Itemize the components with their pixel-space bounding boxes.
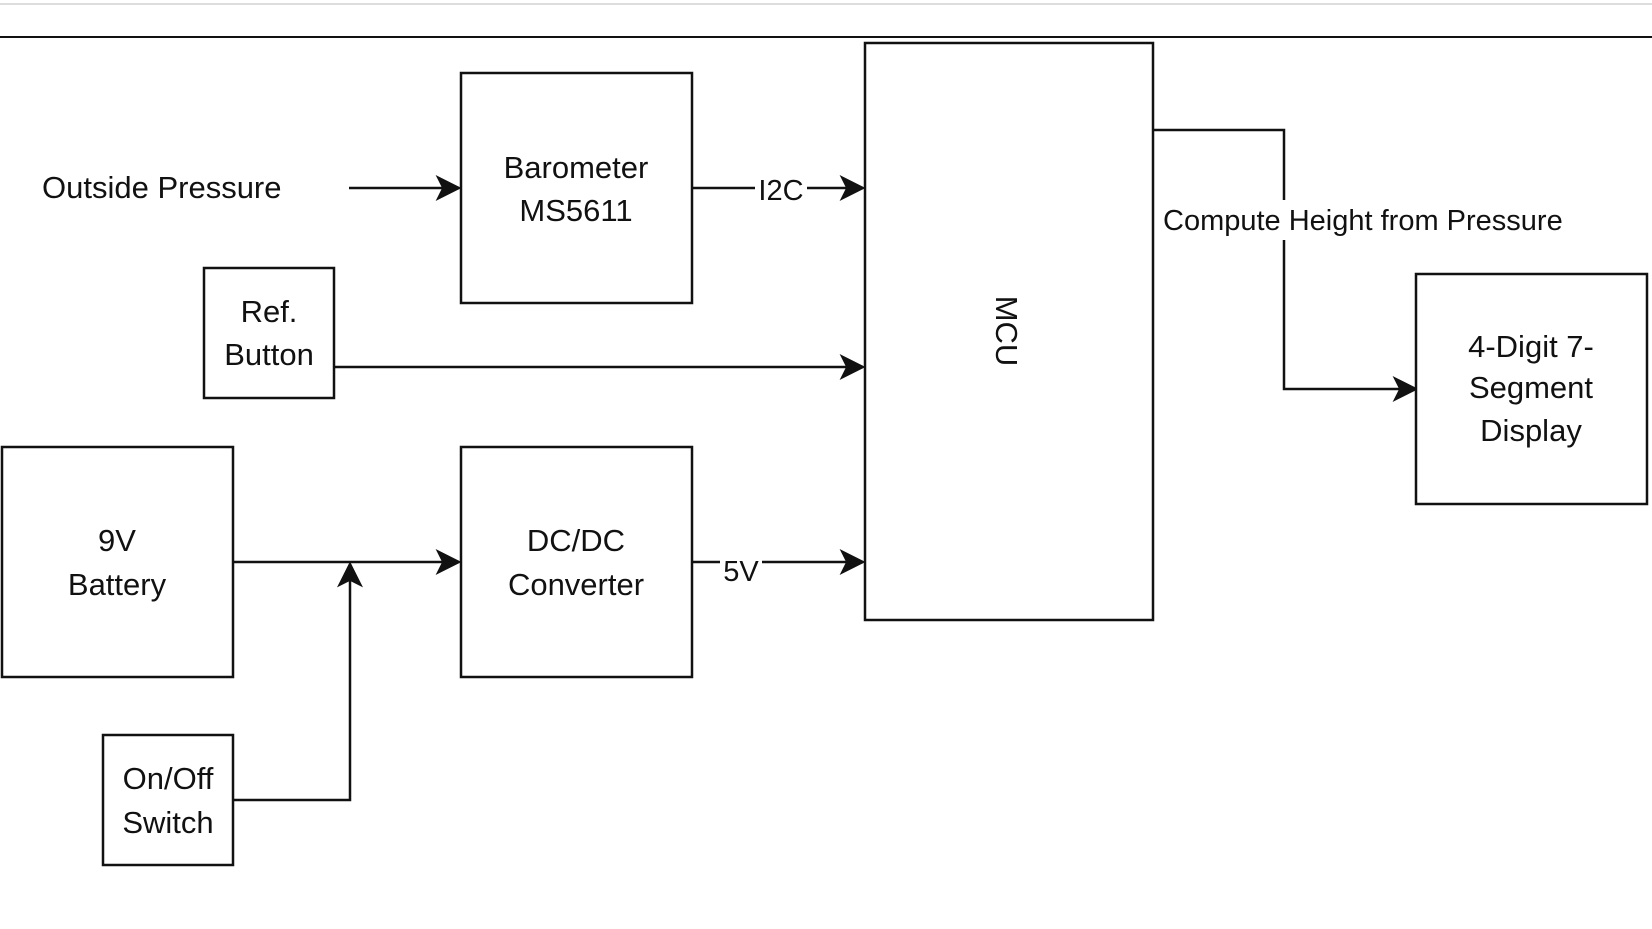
arrow-switch-to-power-line: [233, 561, 363, 802]
display-line-1: 4-Digit 7-: [1468, 329, 1594, 364]
display-line-2: Segment: [1469, 370, 1593, 405]
barometer-line-2: MS5611: [519, 193, 632, 228]
on-off-switch-block: On/Off Switch: [101, 733, 235, 867]
mcu-block: MCU: [863, 41, 1155, 622]
dcdc-line-2: Converter: [508, 567, 644, 602]
ref-button-line-2: Button: [224, 337, 314, 372]
battery-line-2: Battery: [68, 567, 167, 602]
ref-button-block: Ref. Button: [202, 266, 336, 400]
i2c-label: I2C: [758, 175, 803, 207]
battery-block: 9V Battery: [0, 445, 235, 679]
arrow-mcu-to-display: [1153, 128, 1419, 402]
five-v-label: 5V: [723, 556, 759, 588]
outside-pressure-label: Outside Pressure: [42, 170, 282, 205]
barometer-block: Barometer MS5611: [459, 71, 694, 305]
switch-line-2: Switch: [122, 805, 213, 840]
compute-height-label: Compute Height from Pressure: [1163, 205, 1563, 237]
display-line-3: Display: [1480, 413, 1582, 448]
dcdc-line-1: DC/DC: [527, 523, 625, 558]
barometer-line-1: Barometer: [504, 150, 649, 185]
dcdc-converter-block: DC/DC Converter: [459, 445, 694, 679]
mcu-label: MCU: [989, 296, 1024, 367]
ref-button-line-1: Ref.: [241, 294, 298, 329]
switch-line-1: On/Off: [123, 761, 214, 796]
battery-line-1: 9V: [98, 523, 136, 558]
display-block: 4-Digit 7- Segment Display: [1414, 272, 1649, 506]
